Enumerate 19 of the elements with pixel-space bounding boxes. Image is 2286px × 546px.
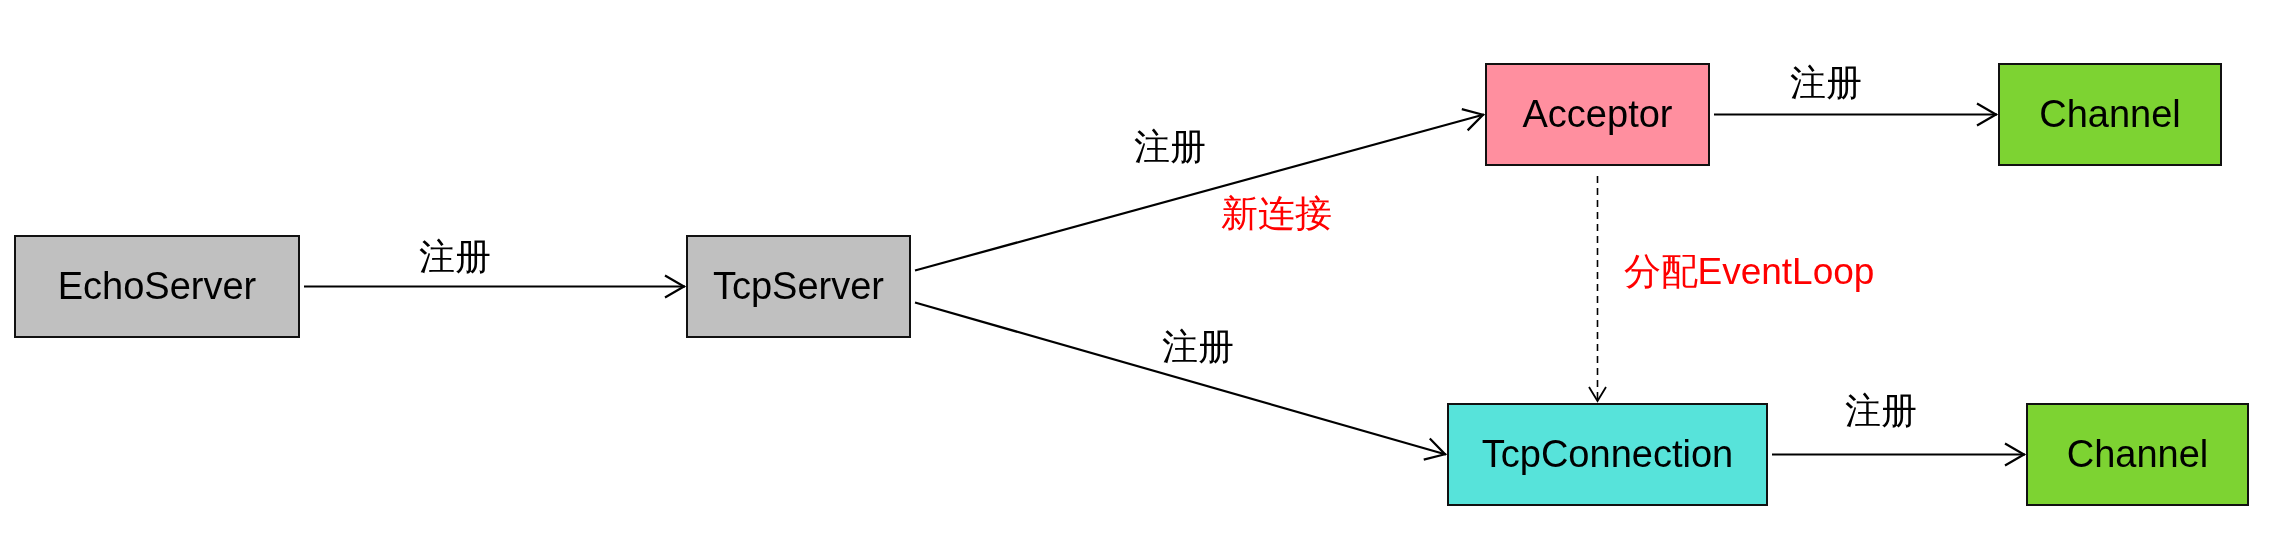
edge-label: 注册 xyxy=(1161,328,1234,365)
arrow xyxy=(1714,102,1998,127)
arrow xyxy=(914,108,1485,272)
component-box: Channel xyxy=(2026,403,2249,506)
component-box: Acceptor xyxy=(1485,63,1710,166)
component-box: Channel xyxy=(1998,63,2222,166)
arrow xyxy=(304,274,686,299)
edge-label: 注册 xyxy=(1789,64,1862,101)
component-box: TcpConnection xyxy=(1447,403,1768,506)
component-box: TcpServer xyxy=(686,235,911,338)
component-box: EchoServer xyxy=(14,235,300,338)
annotation-text: 新连接 xyxy=(1220,194,1332,232)
edge-label: 注册 xyxy=(1844,392,1917,429)
arrow xyxy=(914,301,1447,461)
arrow xyxy=(1772,442,2026,467)
edge-label: 注册 xyxy=(418,238,491,275)
edge-label: 注册 xyxy=(1133,128,1206,165)
dashed-arrow xyxy=(1588,175,1607,403)
edge-label: 分配EventLoop xyxy=(1623,252,1875,290)
